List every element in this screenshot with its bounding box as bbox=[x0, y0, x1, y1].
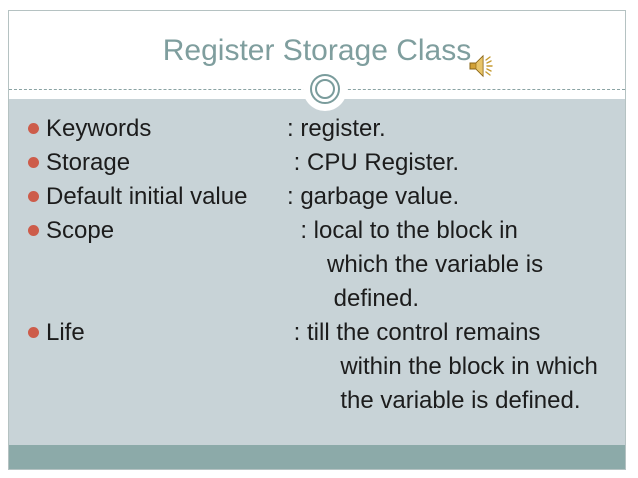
list-item: Life : till the control remains within t… bbox=[9, 316, 625, 418]
row-value: : local to the block in which the variab… bbox=[300, 217, 544, 312]
slide: Register Storage Class Keywords : registe… bbox=[8, 10, 626, 470]
bullet-icon bbox=[28, 191, 39, 202]
row-label: Scope bbox=[46, 217, 115, 244]
bullet-icon bbox=[28, 123, 39, 134]
list-item: Default initial value : garbage value. bbox=[9, 180, 625, 214]
audio-speaker-icon[interactable] bbox=[468, 53, 494, 81]
list-item: Storage : CPU Register. bbox=[9, 146, 625, 180]
circle-ornament-inner-icon bbox=[315, 79, 335, 99]
row-value: : till the control remains within the bl… bbox=[293, 319, 598, 414]
row-value: : register. bbox=[287, 115, 386, 142]
list-item: Scope : local to the block in which the … bbox=[9, 214, 625, 316]
body-background-band bbox=[9, 99, 625, 445]
row-label: Keywords bbox=[46, 115, 152, 142]
bullet-list: Keywords : register. Storage : CPU Regist… bbox=[9, 112, 625, 418]
row-value: : garbage value. bbox=[287, 183, 460, 210]
footer-band bbox=[9, 445, 625, 469]
row-label: Default initial value bbox=[46, 183, 248, 210]
row-value: : CPU Register. bbox=[287, 149, 460, 176]
row-label: Life bbox=[46, 319, 85, 346]
page-title: Register Storage Class bbox=[162, 34, 472, 67]
bullet-icon bbox=[28, 225, 39, 236]
bullet-icon bbox=[28, 157, 39, 168]
bullet-icon bbox=[28, 327, 39, 338]
list-item: Keywords : register. bbox=[9, 112, 625, 146]
row-label: Storage bbox=[46, 149, 131, 176]
